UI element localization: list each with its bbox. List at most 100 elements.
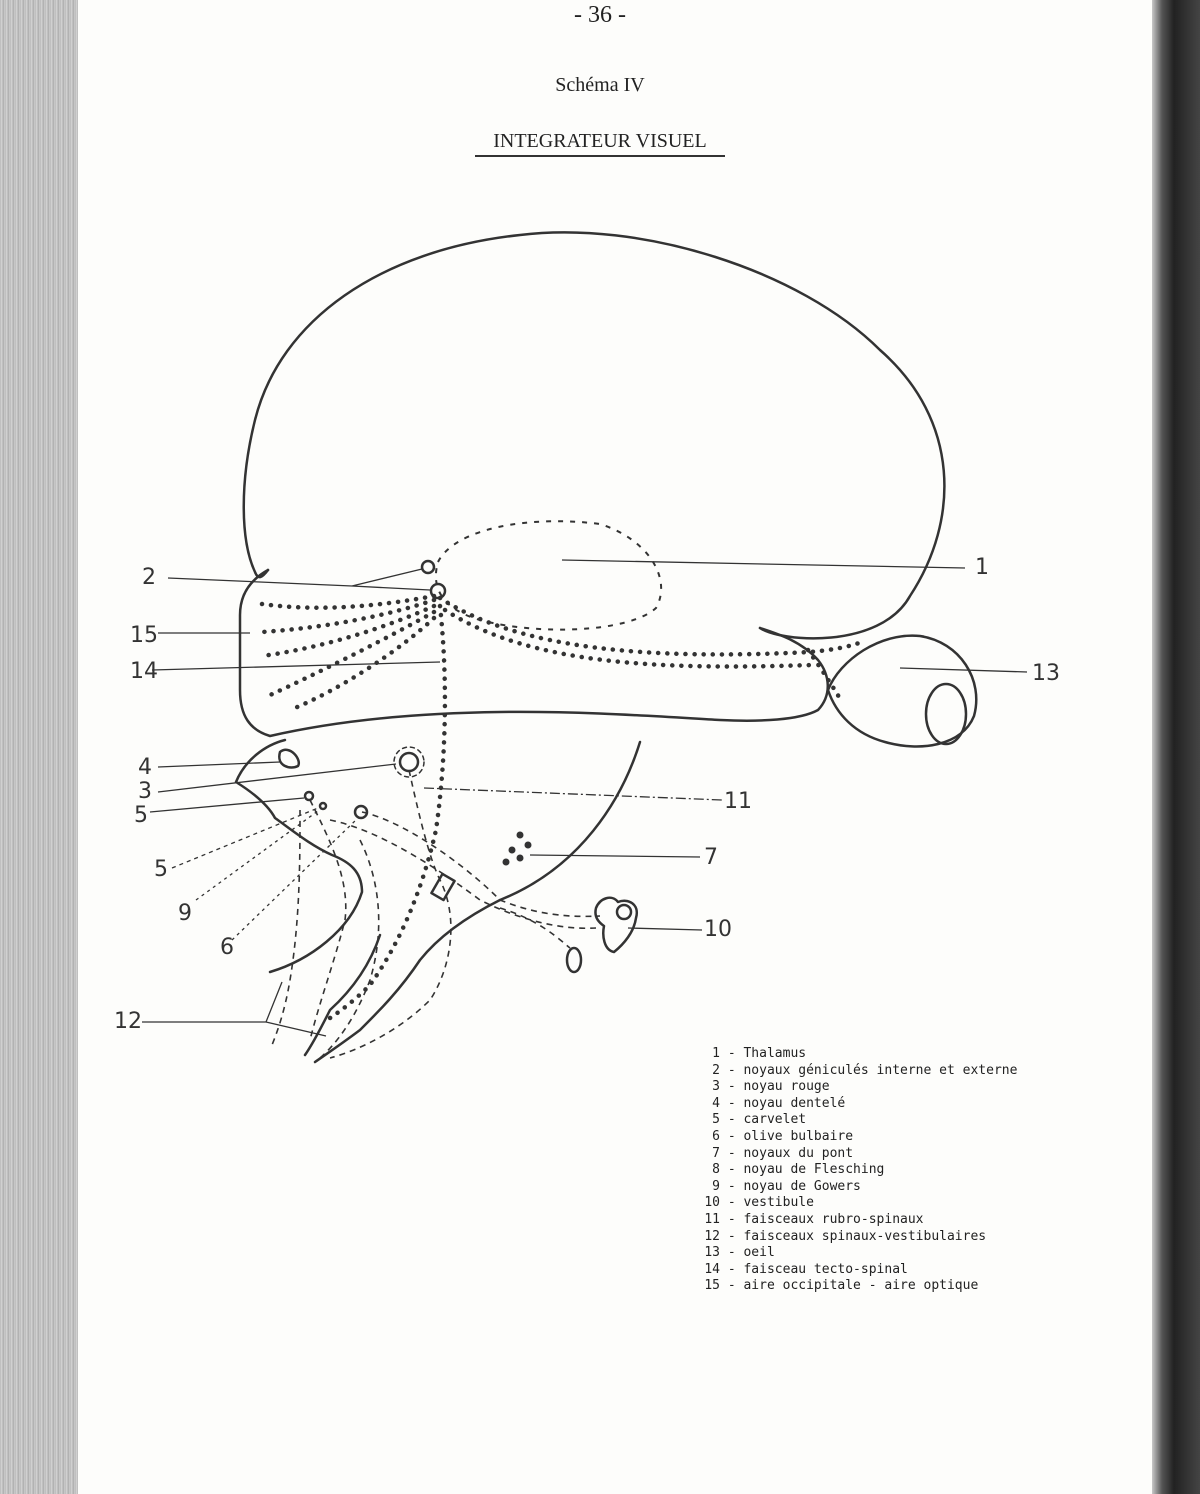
thalamus-outline bbox=[434, 520, 663, 631]
legend-text: noyau de Flesching bbox=[743, 1162, 885, 1178]
legend-number: 1 bbox=[712, 1046, 720, 1061]
vestibule-sac bbox=[565, 946, 583, 974]
cerebellum-outline bbox=[234, 738, 364, 974]
legend-text: faisceaux spinaux-vestibulaires bbox=[743, 1228, 987, 1244]
legend-separator: - bbox=[720, 1095, 744, 1111]
leader-9 bbox=[195, 807, 323, 901]
legend-text: faisceau tecto-spinal bbox=[743, 1261, 908, 1277]
legend-separator: - bbox=[720, 1261, 744, 1277]
callout-5-upper: 5 bbox=[134, 803, 148, 828]
legend-item: 15 - aire occipitale - aire optique bbox=[694, 1278, 1017, 1295]
legend-number: 4 bbox=[712, 1095, 720, 1111]
callout-10: 10 bbox=[704, 917, 732, 942]
callout-12: 12 bbox=[114, 1009, 142, 1034]
legend-item: 7 - noyaux du pont bbox=[694, 1146, 1017, 1163]
callout-3: 3 bbox=[138, 779, 152, 804]
leader-7 bbox=[529, 854, 701, 858]
callout-13: 13 bbox=[1032, 661, 1060, 686]
eye-lens bbox=[924, 682, 968, 746]
legend-separator: - bbox=[720, 1278, 744, 1294]
legend-separator: - bbox=[720, 1178, 744, 1194]
legend-number: 15 bbox=[704, 1278, 720, 1294]
callout-2: 2 bbox=[142, 565, 156, 590]
leader-14 bbox=[151, 661, 441, 671]
legend-item: 6 - olive bulbaire bbox=[694, 1129, 1017, 1146]
legend-item: 13 - oeil bbox=[694, 1245, 1017, 1262]
legend-text: noyaux du pont bbox=[743, 1145, 854, 1161]
legend-item: 10 - vestibule bbox=[694, 1195, 1017, 1212]
callout-14: 14 bbox=[130, 659, 158, 684]
spino-vestibular-tract-4 bbox=[319, 839, 380, 1059]
legend-text: olive bulbaire bbox=[743, 1128, 854, 1144]
leader-4 bbox=[157, 761, 281, 768]
eye-outline bbox=[826, 634, 978, 748]
leader-13 bbox=[899, 667, 1028, 673]
callout-5-lower: 5 bbox=[154, 857, 168, 882]
pontine-nuclei bbox=[502, 831, 532, 866]
legend-item: 1 - Thalamus bbox=[694, 1046, 1017, 1063]
legend-item: 4 - noyau dentelé bbox=[694, 1096, 1017, 1113]
legend-item: 2 - noyaux géniculés interne et externe bbox=[694, 1063, 1017, 1080]
legend-number: 8 bbox=[712, 1162, 720, 1178]
legend-item: 12 - faisceaux spinaux-vestibulaires bbox=[694, 1229, 1017, 1246]
legend-separator: - bbox=[720, 1145, 744, 1161]
bulbar-olive bbox=[353, 804, 369, 820]
callout-4: 4 bbox=[138, 755, 152, 780]
legend-number: 6 bbox=[712, 1128, 720, 1144]
legend-item: 11 - faisceaux rubro-spinaux bbox=[694, 1212, 1017, 1229]
scan-edge-right bbox=[1152, 0, 1200, 1494]
spino-vestibular-tract-2 bbox=[329, 819, 597, 930]
legend-separator: - bbox=[720, 1211, 744, 1227]
optic-radiation-5 bbox=[287, 615, 437, 713]
vestibule-connection bbox=[499, 907, 571, 949]
cerebrum-outline bbox=[242, 231, 946, 640]
medulla-outline bbox=[313, 898, 502, 1064]
optic-radiation-3 bbox=[259, 603, 437, 659]
page-number: - 36 - bbox=[574, 2, 626, 28]
tecto-spinal-tract bbox=[327, 603, 448, 1021]
optic-tract-lower bbox=[442, 607, 815, 669]
vestibule-shape bbox=[594, 896, 639, 954]
legend-number: 14 bbox=[704, 1261, 720, 1277]
legend-number: 9 bbox=[712, 1178, 720, 1194]
legend-item: 9 - noyau de Gowers bbox=[694, 1179, 1017, 1196]
legend-number: 10 bbox=[704, 1195, 720, 1211]
legend-item: 8 - noyau de Flesching bbox=[694, 1162, 1017, 1179]
legend-item: 3 - noyau rouge bbox=[694, 1079, 1017, 1096]
optic-radiation-4 bbox=[265, 609, 437, 699]
legend-number: 7 bbox=[712, 1145, 720, 1161]
legend-separator: - bbox=[720, 1062, 744, 1078]
callout-9: 9 bbox=[178, 901, 192, 926]
leader-5-upper bbox=[149, 797, 305, 813]
legend-item: 14 - faisceau tecto-spinal bbox=[694, 1262, 1017, 1279]
spino-vestibular-tract-3 bbox=[309, 799, 347, 1041]
legend-separator: - bbox=[720, 1162, 744, 1178]
legend-separator: - bbox=[720, 1228, 744, 1244]
leader-5-lower bbox=[171, 807, 319, 869]
diagram-title: INTEGRATEUR VISUEL bbox=[475, 130, 725, 157]
brainstem-outline bbox=[303, 933, 382, 1057]
legend-number: 2 bbox=[712, 1062, 720, 1078]
legend-separator: - bbox=[720, 1112, 744, 1128]
legend-item: 5 - carvelet bbox=[694, 1112, 1017, 1129]
legend-number: 13 bbox=[704, 1245, 720, 1261]
leader-12 bbox=[142, 981, 327, 1037]
legend-text: noyau dentelé bbox=[743, 1095, 846, 1111]
legend-separator: - bbox=[720, 1128, 744, 1144]
callout-11: 11 bbox=[724, 789, 752, 814]
red-nucleus bbox=[398, 751, 420, 773]
rubro-spinal-tract bbox=[329, 769, 452, 1059]
leader-10 bbox=[627, 927, 703, 931]
geniculate-nucleus-upper bbox=[420, 559, 436, 575]
legend-text: oeil bbox=[743, 1245, 775, 1261]
optic-radiation-2 bbox=[259, 597, 437, 635]
legend-separator: - bbox=[720, 1245, 744, 1261]
legend-text: aire occipitale - aire optique bbox=[743, 1278, 979, 1294]
scan-edge-left bbox=[0, 0, 78, 1494]
leader-2 bbox=[167, 568, 431, 591]
legend-text: faisceaux rubro-spinaux bbox=[743, 1211, 924, 1227]
legend-separator: - bbox=[720, 1046, 744, 1061]
